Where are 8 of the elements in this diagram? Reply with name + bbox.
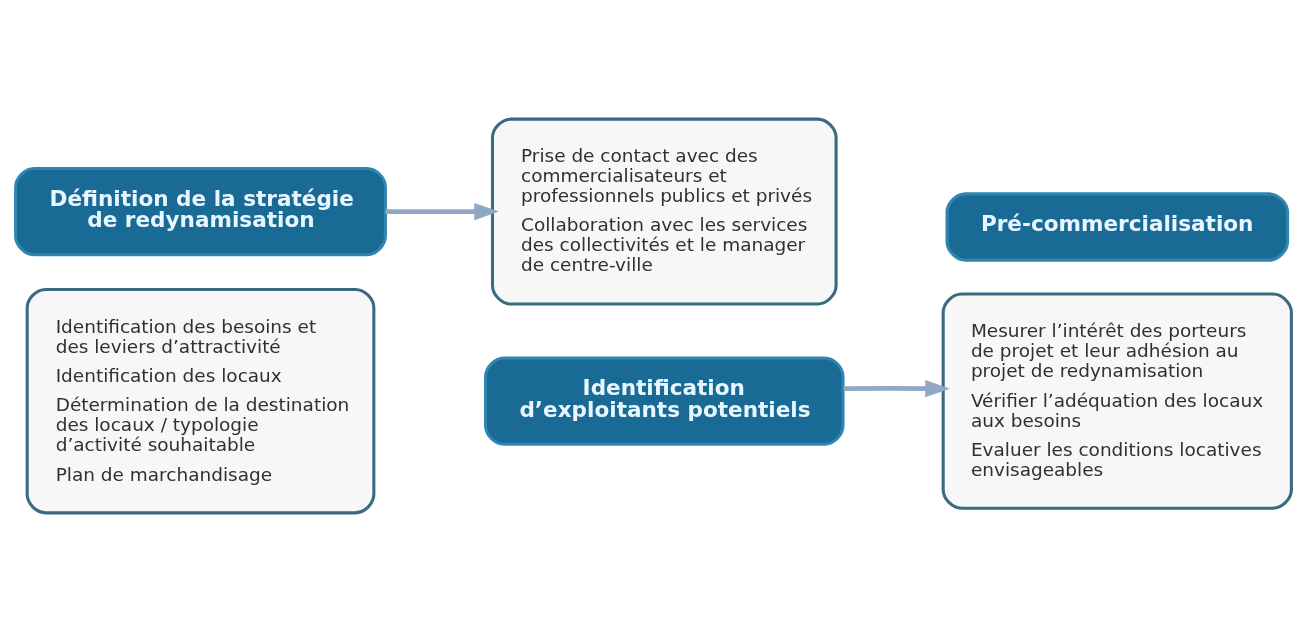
node-box: Pré-commercialisation <box>945 192 1290 262</box>
node-box: Identification des besoins et des leviers d’attractivité Identification des locaux Détermination de la destination des locaux / typologie d’activité souhaitable Plan de marchandisage <box>25 287 376 515</box>
arrow <box>843 379 950 398</box>
node-box: Identification d’exploitants potentiels <box>484 356 845 446</box>
arrow <box>385 202 499 221</box>
node-box: Mesurer l’intérêt des porteurs de projet et leur adhésion au projet de redynamisation Vérifier l’adéquation des locaux aux besoins Evaluer les conditions locatives envisageables <box>941 292 1293 510</box>
node-box: Prise de contact avec des commercialisateurs et professionnels publics et privés Collaboration avec les services des collectivités et le manager de centre-ville <box>490 117 838 306</box>
node-box: Définition de la stratégie de redynamisation <box>14 166 387 257</box>
